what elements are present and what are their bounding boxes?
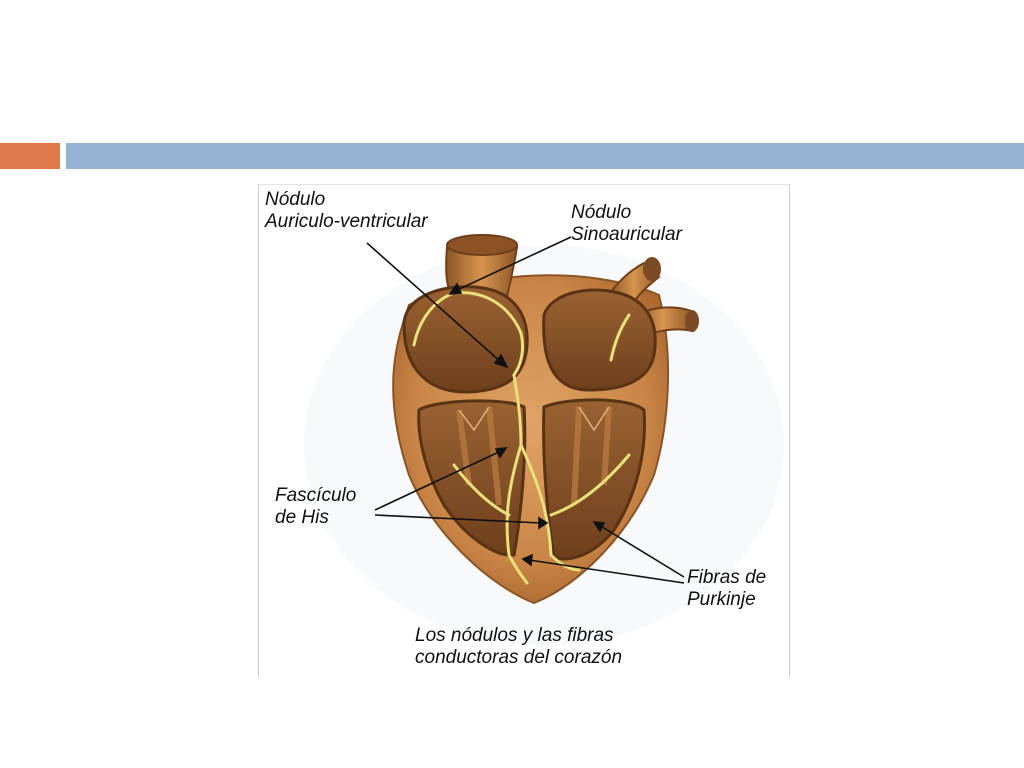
conduction-fibers	[412, 291, 631, 585]
purkinje-label: Fibras de Purkinje	[687, 567, 766, 611]
figure-caption: Los nódulos y las fibras conductoras del…	[415, 625, 622, 669]
leader-arrows	[366, 236, 685, 584]
left-atrium	[542, 288, 657, 392]
purkinje-label-line1: Fibras de	[687, 567, 767, 588]
av-node-label-line1: Nódulo	[265, 189, 326, 210]
right-atrium	[402, 285, 529, 394]
his-bundle-label-line2: de His	[275, 507, 329, 528]
his-bundle-label-line1: Fascículo	[275, 485, 357, 506]
av-node-label: Nódulo Auriculo-ventricular	[265, 189, 428, 233]
left-ventricle	[542, 398, 646, 561]
sa-node-label-line2: Sinoauricular	[571, 224, 682, 245]
figure-caption-line1: Los nódulos y las fibras	[415, 625, 614, 646]
his-bundle-label: Fascículo de His	[275, 485, 356, 529]
right-ventricle	[417, 399, 527, 557]
purkinje-label-line2: Purkinje	[687, 589, 756, 610]
sa-node-label: Nódulo Sinoauricular	[571, 202, 682, 246]
heart-conduction-figure: Nódulo Auriculo-ventricular Nódulo Sinoa…	[258, 184, 790, 677]
sa-node-label-line1: Nódulo	[571, 202, 632, 223]
heart-illustration	[259, 185, 789, 677]
title-accent-bar	[0, 143, 60, 169]
figure-caption-line2: conductoras del corazón	[415, 647, 623, 668]
av-node-label-line2: Auriculo-ventricular	[265, 211, 428, 232]
title-bar	[66, 143, 1024, 169]
